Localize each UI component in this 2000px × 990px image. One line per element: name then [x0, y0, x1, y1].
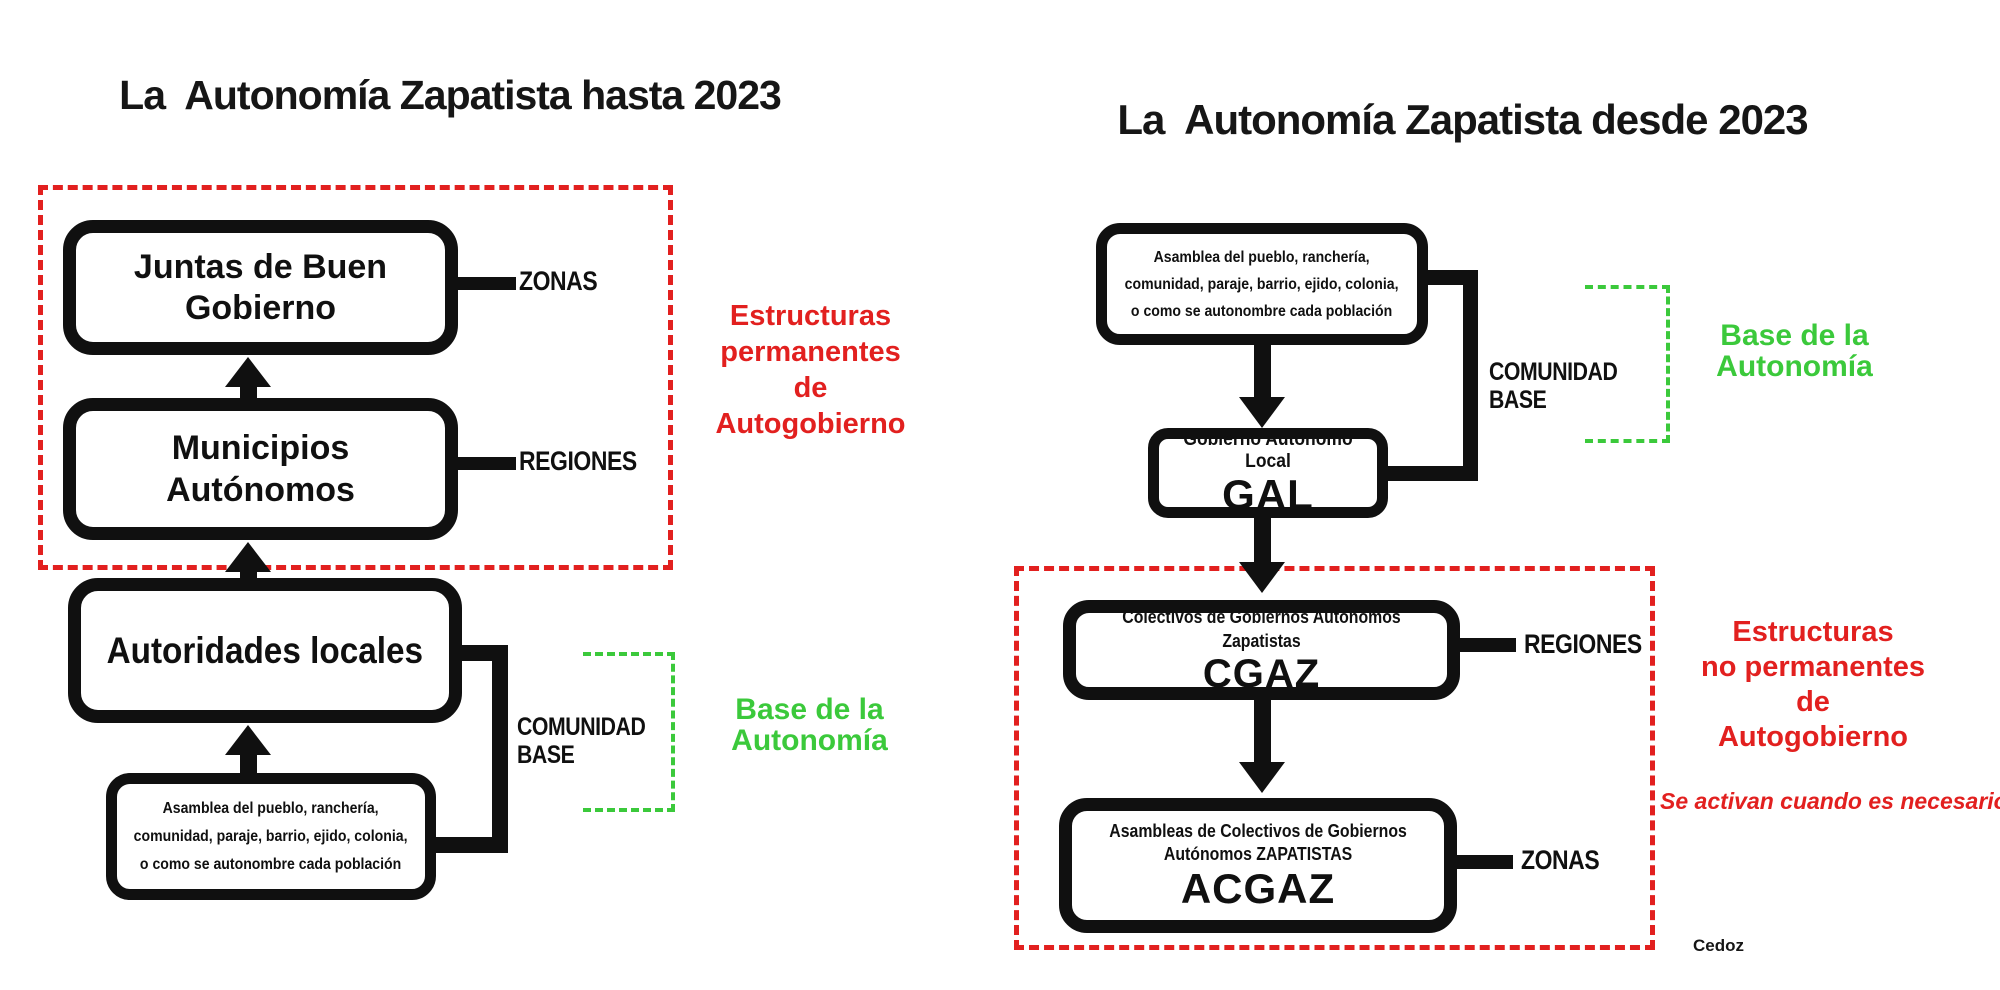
autoridades-locales-box: Autoridades locales — [68, 578, 462, 723]
right-panel-title: La Autonomía Zapatista desde 2023 — [1117, 96, 1808, 143]
arrow-autoridades-to-municipios — [225, 542, 271, 582]
arrow-shaft — [239, 387, 257, 398]
arrow-head — [225, 542, 271, 572]
asamblea-line: o como se autonombre cada población — [140, 855, 402, 873]
gal-box-subtitle: Gobierno Autónomo Local — [1183, 429, 1353, 472]
nonpermanent-structures-note: Estructuras no permanentes de Autogobier… — [1693, 615, 1933, 755]
note-line: Autogobierno — [1717, 721, 1909, 753]
comunidad-base-label-left: COMUNIDAD BASE — [517, 713, 646, 769]
comunidad-line: COMUNIDAD — [1489, 358, 1618, 386]
regiones-label-left: REGIONES — [519, 446, 637, 477]
note-line: Estructuras — [729, 300, 892, 332]
arrow-head — [225, 725, 271, 755]
activation-note: Se activan cuando es necesario — [1660, 788, 2000, 814]
zonas-label-text: ZONAS — [519, 266, 598, 296]
juntas-box-line2: Gobierno — [184, 288, 337, 327]
credit-label: Cedoz — [1693, 936, 1744, 955]
cgaz-box-acronym: CGAZ — [1202, 652, 1321, 696]
autoridades-box-label: Autoridades locales — [106, 629, 424, 671]
right-nonpermanent-structures-dashed-box — [1014, 566, 1655, 950]
asamblea-line: comunidad, paraje, barrio, ejido, coloni… — [1125, 275, 1399, 293]
asamblea-box-right-text: Asamblea del pueblo, ranchería, comunida… — [1125, 244, 1399, 325]
base-autonomia-note-left: Base de la Autonomía — [722, 694, 897, 756]
arrow-head — [1239, 762, 1285, 793]
acgaz-box-subtitle: Asambleas de Colectivos de Gobiernos Aut… — [1109, 820, 1407, 866]
note-line: Base de la — [735, 693, 884, 726]
green-bracket-right — [1585, 285, 1670, 443]
arrow-head — [1239, 397, 1285, 428]
note-line: Autonomía — [1716, 350, 1873, 383]
arrow-shaft — [1253, 345, 1271, 397]
note-line: permanentes — [720, 336, 901, 368]
municipios-autonomos-box: Municipios Autónomos — [63, 398, 458, 540]
arrow-shaft — [1253, 518, 1271, 562]
zonas-label-text: ZONAS — [1521, 845, 1600, 875]
regiones-connector-stub — [458, 457, 516, 470]
arrow-cgaz-to-acgaz — [1239, 700, 1285, 793]
note-line: Autonomía — [731, 724, 888, 757]
left-panel-title: La Autonomía Zapatista hasta 2023 — [119, 72, 782, 118]
base-line: BASE — [517, 741, 575, 769]
permanent-structures-note: Estructuras permanentes de Autogobierno — [698, 298, 923, 442]
acgaz-box: Asambleas de Colectivos de Gobiernos Aut… — [1059, 798, 1457, 933]
acgaz-subtitle-line: Asambleas de Colectivos de Gobiernos — [1109, 820, 1407, 841]
comunidad-line: COMUNIDAD — [517, 713, 646, 741]
arrow-municipios-to-juntas — [225, 357, 271, 398]
right-elbow-connector-vertical — [1463, 270, 1478, 481]
asamblea-box-right: Asamblea del pueblo, ranchería, comunida… — [1096, 223, 1428, 345]
juntas-box-line1: Juntas de Buen — [133, 247, 388, 286]
arrow-asamblea-to-autoridades — [225, 725, 271, 773]
arrow-gal-to-cgaz — [1239, 518, 1285, 593]
regiones-connector-stub-right — [1460, 638, 1516, 652]
municipios-box-line1: Municipios — [171, 429, 350, 467]
note-line: de — [793, 372, 828, 404]
arrow-asamblea-to-gal — [1239, 345, 1285, 428]
right-elbow-connector-bottom — [1388, 466, 1478, 481]
arrow-shaft — [239, 572, 257, 582]
arrow-shaft — [1253, 700, 1271, 762]
juntas-de-buen-gobierno-box: Juntas de Buen Gobierno — [63, 220, 458, 355]
regiones-label-text: REGIONES — [1524, 629, 1642, 659]
asamblea-box-left: Asamblea del pueblo, ranchería, comunida… — [106, 773, 436, 900]
left-elbow-connector-bottom — [430, 837, 508, 853]
zonas-connector-stub-right — [1457, 855, 1513, 869]
gal-box-acronym: GAL — [1222, 471, 1314, 518]
acgaz-box-acronym: ACGAZ — [1180, 864, 1336, 912]
gal-box: Gobierno Autónomo Local GAL — [1148, 428, 1388, 518]
note-line: de — [1796, 686, 1830, 718]
base-autonomia-note-right: Base de la Autonomía — [1707, 320, 1882, 382]
left-elbow-connector-vertical — [492, 645, 508, 853]
cgaz-box: Colectivos de Gobiernos Autónomos Zapati… — [1063, 600, 1460, 700]
note-line: no permanentes — [1701, 651, 1925, 683]
regiones-label-right: REGIONES — [1524, 629, 1642, 660]
asamblea-line: Asamblea del pueblo, ranchería, — [1154, 248, 1370, 266]
note-line: Estructuras — [1732, 616, 1894, 648]
note-line: Base de la — [1720, 319, 1869, 352]
cgaz-box-subtitle: Colectivos de Gobiernos Autónomos Zapati… — [1122, 607, 1401, 651]
acgaz-subtitle-line: Autónomos ZAPATISTAS — [1163, 843, 1353, 864]
regiones-label-text: REGIONES — [519, 446, 637, 476]
arrow-head — [1239, 562, 1285, 593]
green-bracket-left — [583, 652, 675, 812]
asamblea-line: Asamblea del pueblo, ranchería, — [163, 799, 379, 817]
zonas-label-right: ZONAS — [1521, 845, 1600, 876]
zonas-connector-stub — [458, 277, 516, 290]
arrow-shaft — [239, 755, 257, 773]
base-line: BASE — [1489, 386, 1547, 414]
asamblea-line: comunidad, paraje, barrio, ejido, coloni… — [134, 827, 408, 845]
municipios-box-line2: Autónomos — [166, 471, 355, 509]
zonas-label-left: ZONAS — [519, 266, 598, 297]
left-permanent-structures-dashed-box — [38, 185, 673, 570]
asamblea-box-left-text: Asamblea del pueblo, ranchería, comunida… — [134, 795, 408, 879]
note-line: Autogobierno — [715, 408, 906, 440]
arrow-head — [225, 357, 271, 387]
comunidad-base-label-right: COMUNIDAD BASE — [1489, 358, 1618, 414]
asamblea-line: o como se autonombre cada población — [1131, 302, 1393, 320]
